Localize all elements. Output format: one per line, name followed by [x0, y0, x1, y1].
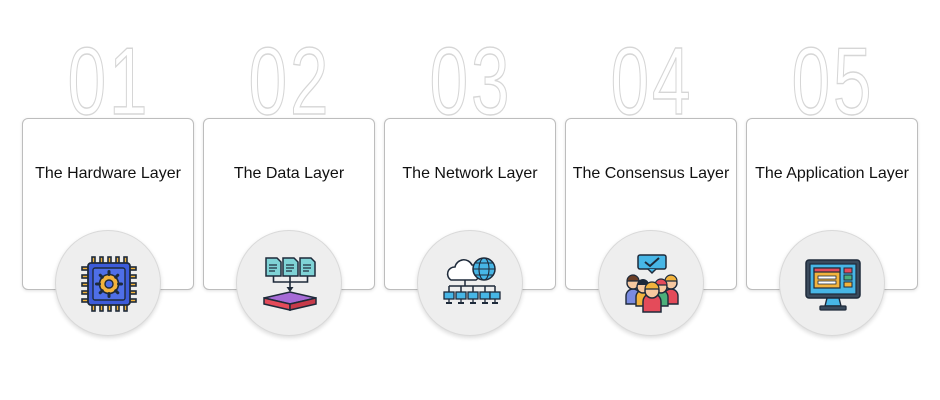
layer-application: 05 The Application Layer [746, 28, 920, 346]
layer-label: The Data Layer [233, 165, 345, 182]
layer-network: 03 The Network Layer [384, 28, 558, 346]
icon-circle [598, 230, 704, 336]
layer-label: The Application Layer [755, 165, 909, 182]
cloud-network-icon [443, 257, 501, 304]
icon-circle [417, 230, 523, 336]
cpu-chip-icon [81, 256, 137, 312]
layer-consensus: 04 The Consensus Layer [565, 28, 739, 346]
layer-number: 01 [67, 28, 151, 135]
icon-circle [779, 230, 885, 336]
layer-number: 03 [429, 28, 513, 135]
layer-hardware: 01 The Hardware Layer [22, 28, 196, 346]
layer-label: The Consensus Layer [572, 165, 730, 182]
data-documents-icon [263, 257, 317, 311]
layer-number: 04 [610, 28, 694, 135]
layer-number: 05 [791, 28, 875, 135]
icon-circle [236, 230, 342, 336]
layer-number: 02 [248, 28, 332, 135]
layer-label: The Network Layer [402, 165, 538, 182]
application-monitor-icon [805, 259, 861, 311]
icon-circle [55, 230, 161, 336]
layer-label: The Hardware Layer [35, 165, 181, 182]
layer-data: 02 The Data Layer [203, 28, 377, 346]
consensus-group-icon [625, 254, 679, 313]
